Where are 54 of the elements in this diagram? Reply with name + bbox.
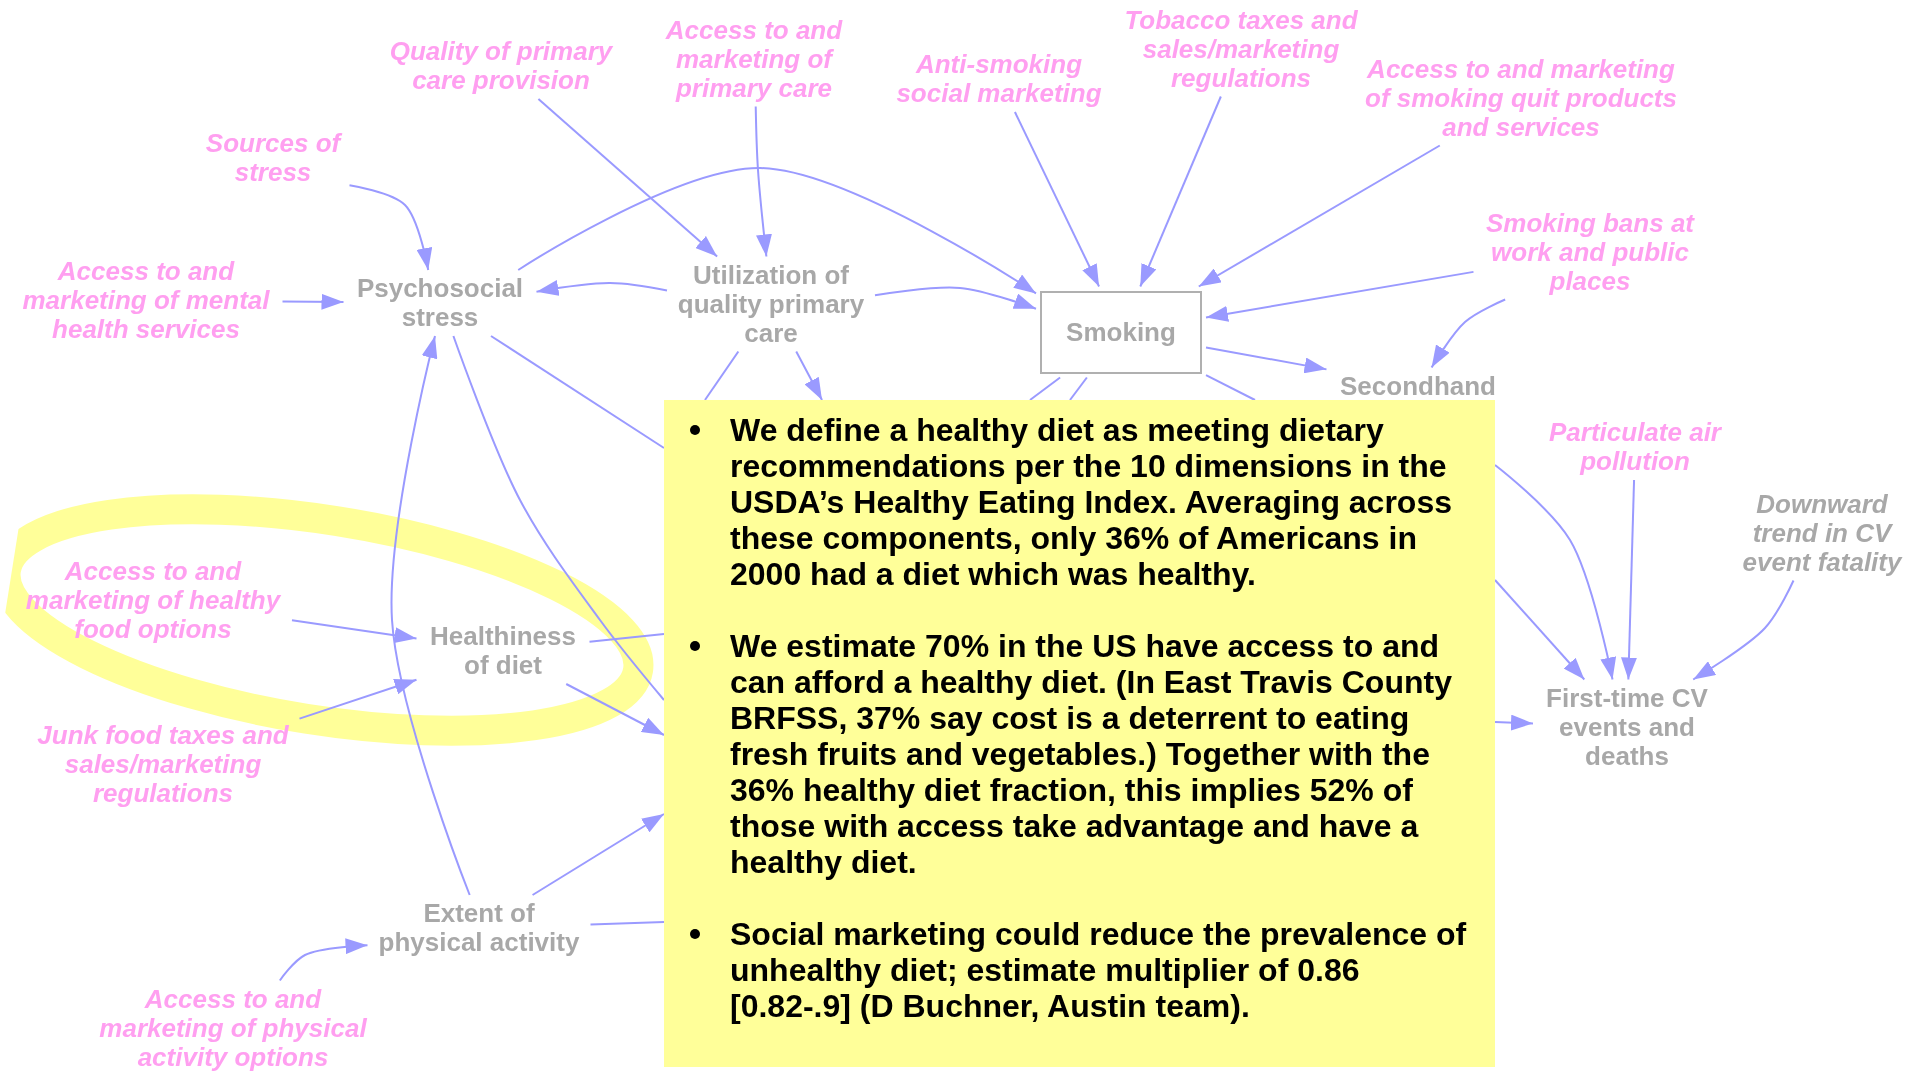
stock-box: Smoking <box>1040 290 1202 374</box>
factor-label: Sources of stress <box>200 129 346 187</box>
bullet-text: We estimate 70% in the US have access to and can afford a healthy diet. (In East Travis County BRFSS, 37% say cost is a deterrent to eating fresh fruits and vegetables.) Together with the 36% healthy diet fraction, this implies 52% of those with access take advantage and have a healthy diet. <box>730 628 1452 880</box>
arrow <box>537 98 719 258</box>
arrow <box>795 350 823 401</box>
variable-label: Secondhand <box>1330 371 1506 401</box>
variable-label: First-time CV events and deaths <box>1537 683 1717 771</box>
arrow <box>348 184 433 271</box>
factor-label: Access to and marketing of physical activity options <box>90 984 376 1072</box>
variable-label: Psychosocial stress <box>347 274 533 332</box>
arrow <box>291 619 418 644</box>
arrow <box>535 280 668 296</box>
connector-line <box>704 350 740 401</box>
factor-label: Junk food taxes and sales/marketing regulations <box>30 720 296 808</box>
variable-label: Downward trend in CV event fatality <box>1737 489 1907 577</box>
bullet-text: Social marketing could reduce the prevalence of unhealthy diet; estimate multiplier of 0.86 [0.82-.9] (D Buchner, Austin team). <box>730 916 1467 1024</box>
arrow <box>298 678 418 720</box>
arrow <box>1205 270 1475 322</box>
arrow <box>531 813 665 896</box>
connector-line <box>452 335 665 701</box>
arrow <box>517 167 1037 295</box>
arrow <box>1494 464 1616 681</box>
arrow <box>754 105 772 258</box>
connector-line <box>490 335 665 449</box>
connector-line <box>1029 376 1062 401</box>
connector-line <box>588 633 665 643</box>
arrow <box>1139 95 1222 288</box>
arrow <box>565 683 665 736</box>
factor-label: Access to and marketing of primary care <box>659 15 849 103</box>
arrow <box>281 293 345 310</box>
arrow <box>1197 144 1441 288</box>
connector-line <box>589 921 665 926</box>
variable-label: Healthiness of diet <box>420 622 586 680</box>
arrow <box>1692 579 1795 681</box>
variable-label: Utilization of quality primary care <box>671 260 871 348</box>
factor-label: Access to and marketing of mental health services <box>13 256 279 344</box>
variable-label: Extent of physical activity <box>371 899 587 957</box>
arrow <box>278 938 369 982</box>
bullet-text: We define a healthy diet as meeting dietary recommendations per the 10 dimensions in the USDA’s Healthy Eating Index. Averaging across these components, only 36% of Americans in 2000 had a diet which was healthy. <box>730 412 1452 592</box>
arrow <box>1013 111 1101 288</box>
factor-label: Quality of primary care provision <box>381 37 621 95</box>
factor-label: Particulate air pollution <box>1540 418 1730 476</box>
arrow <box>1494 579 1586 681</box>
note-box <box>664 400 1495 1067</box>
factor-label: Smoking bans at work and public places <box>1477 208 1703 296</box>
arrow <box>1621 479 1637 681</box>
arrow <box>1430 298 1507 369</box>
arrow <box>1205 346 1328 374</box>
arrow <box>874 286 1037 310</box>
factor-label: Anti-smoking social marketing <box>886 50 1112 108</box>
connector-line <box>1205 374 1256 401</box>
arrow <box>1494 714 1534 731</box>
arrow <box>390 335 471 896</box>
connector-line <box>1069 376 1088 401</box>
